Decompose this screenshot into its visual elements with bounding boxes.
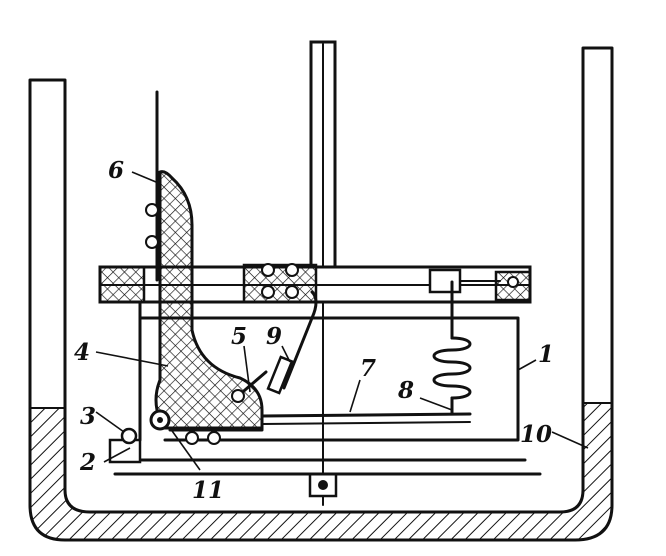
pivot-3 [120,427,138,445]
right-connector [428,268,462,294]
label-4: 4 [74,339,90,366]
rod6-bolt-2 [145,235,159,249]
plate-block-left [98,265,146,304]
spring-8 [432,280,472,416]
label-6: 6 [108,157,124,184]
leader-lines [95,171,589,471]
screw-5 [231,370,268,403]
label-8: 8 [397,377,414,404]
liquid-fill [30,403,612,540]
blade-7 [260,412,472,418]
frame-outline [138,300,520,442]
label-9: 9 [266,323,282,350]
tank [28,46,614,542]
label-1: 1 [538,341,554,368]
plate-block-center [242,263,318,304]
rod6-bolt-1 [145,203,159,217]
label-7: 7 [360,355,376,382]
center-bolts [261,263,299,299]
vertical-rod-6 [145,90,159,282]
pivot-11-center [157,417,163,423]
lever-base-bolts [168,428,264,445]
label-5: 5 [231,323,247,350]
blade-7-lower [261,421,471,425]
label-11: 11 [192,477,224,504]
labels: 6 4 5 9 7 8 1 3 10 2 11 [74,157,554,504]
label-2: 2 [79,449,96,476]
arm-9 [266,290,318,395]
label-3: 3 [80,403,96,430]
central-rod [308,40,338,506]
rod-foot-bolt [318,480,328,490]
label-10: 10 [520,421,552,448]
right-end-bolt [507,276,519,288]
